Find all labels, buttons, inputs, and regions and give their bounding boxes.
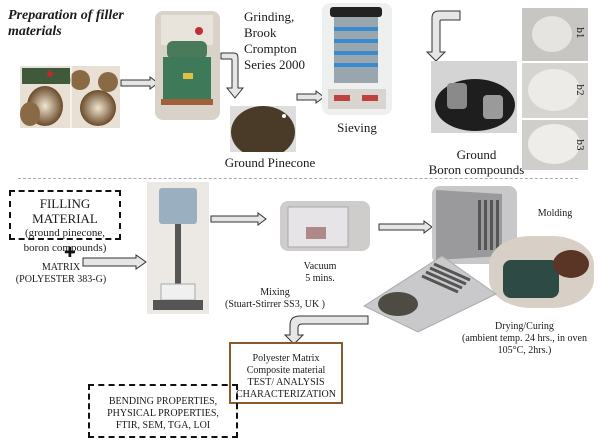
arrow-bent-down-icon <box>283 315 369 345</box>
sample-label: b1 <box>573 27 584 39</box>
diagram-title: Preparation of filler materials <box>8 8 124 39</box>
molding-label: Molding <box>537 208 573 219</box>
filling-line: boron compounds) <box>23 242 107 254</box>
plus-icon: ✚ <box>64 245 76 261</box>
grinder-photo <box>155 11 220 120</box>
filling-line: (ground pinecone, <box>24 227 106 239</box>
ground-boron-line: Boron compounds <box>428 162 525 177</box>
ground-pinecone-label: Ground Pinecone <box>224 155 316 170</box>
boron-sample-b3: b3 <box>522 120 588 170</box>
tests-line: FTIR, SEM, TGA, LOI <box>115 420 211 431</box>
mold-photo <box>432 186 517 264</box>
sieving-label: Sieving <box>337 120 377 135</box>
mixing-label: Mixing (Stuart-Stirrer SS3, UK ) <box>210 287 340 311</box>
sample-label: b2 <box>573 84 584 96</box>
arrow-right-icon <box>210 212 267 226</box>
vacuum-label: Vacuum 5 mins. <box>285 261 355 285</box>
boron-sample-b2: b2 <box>522 63 588 118</box>
mixing-line: (Stuart-Stirrer SS3, UK ) <box>225 299 325 310</box>
grinding-line: Brook <box>244 25 277 40</box>
arrow-right-icon <box>378 220 433 234</box>
boron-mill-photo <box>431 61 517 133</box>
vacuum-line: 5 mins. <box>305 273 335 284</box>
tests-line: BENDING PROPERTIES, <box>108 396 218 407</box>
filling-material-box: FILLING MATERIAL (ground pinecone, boron… <box>9 190 121 254</box>
drying-line: (ambient temp. 24 hrs., in oven <box>462 333 587 344</box>
composite-line: Composite material <box>246 365 326 376</box>
grinding-line: Series 2000 <box>244 57 306 72</box>
sieve-photo <box>322 3 392 115</box>
drying-label: Drying/Curing (ambient temp. 24 hrs., in… <box>452 321 597 357</box>
boron-samples: b1 b2 b3 <box>522 8 588 170</box>
sample-label: b3 <box>573 139 584 151</box>
composite-line: Polyester Matrix <box>252 353 320 364</box>
matrix-line: MATRIX <box>41 262 81 273</box>
arrow-bent-down-icon <box>220 52 245 99</box>
clamp-photo <box>489 236 594 308</box>
mixing-line: Mixing <box>260 287 290 298</box>
drying-line: Drying/Curing <box>495 321 554 332</box>
arrow-bent-down-icon <box>425 10 461 62</box>
arrow-right-icon <box>82 254 147 270</box>
filling-line: FILLING MATERIAL <box>32 196 98 226</box>
drying-line: 105°C, 2hrs.) <box>497 345 552 356</box>
arrow-right-icon <box>120 76 159 90</box>
pinecone-photo <box>20 66 120 128</box>
boron-sample-b1: b1 <box>522 8 588 61</box>
vacuum-photo <box>280 201 370 251</box>
tests-line: PHYSICAL PROPERTIES, <box>107 408 219 419</box>
composite-box: Polyester Matrix Composite material TEST… <box>229 342 343 404</box>
section-divider <box>18 178 578 179</box>
ground-boron-line: Ground <box>456 147 497 162</box>
grinding-line: Crompton <box>244 41 297 56</box>
composite-line: CHARACTERIZATION <box>236 389 336 400</box>
arrow-right-icon <box>296 90 325 104</box>
stirrer-photo <box>147 182 209 314</box>
composite-line: TEST/ ANALYSIS <box>247 377 325 388</box>
specimen-plate-image <box>362 255 497 333</box>
tests-box: BENDING PROPERTIES, PHYSICAL PROPERTIES,… <box>88 384 238 438</box>
vacuum-line: Vacuum <box>303 261 337 272</box>
ground-pinecone-photo <box>230 106 296 152</box>
ground-boron-label: Ground Boron compounds <box>414 147 539 177</box>
grinding-label: Grinding, Brook Crompton Series 2000 <box>244 9 305 73</box>
grinding-line: Grinding, <box>244 9 295 24</box>
matrix-line: (POLYESTER 383-G) <box>15 274 107 285</box>
matrix-label: MATRIX (POLYESTER 383-G) <box>6 262 116 286</box>
